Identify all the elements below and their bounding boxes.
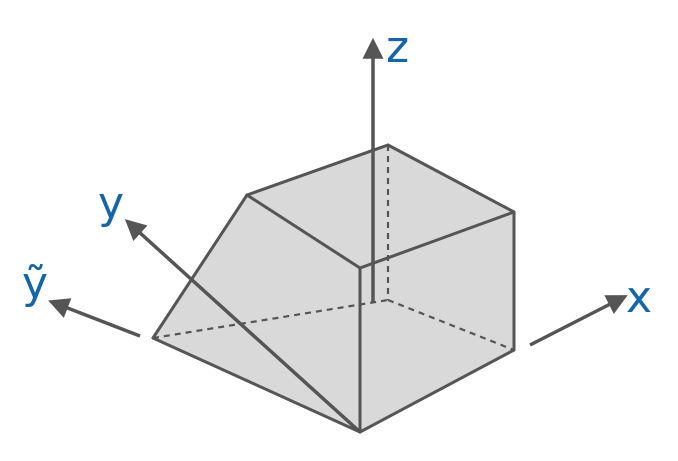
left-slanted-face (153, 195, 360, 432)
y-tilde-axis-arrow (48, 298, 141, 338)
edge-bottom-left (151, 336, 362, 434)
front-face (360, 212, 514, 432)
edge-bottom-right (358, 348, 516, 434)
y-tilde-axis-label: ỹ (22, 258, 48, 309)
x-axis-arrow (529, 295, 628, 347)
y-axis-arrow (124, 219, 362, 434)
x-axis-label: x (626, 272, 652, 323)
hidden-edge-to-left (152, 298, 389, 340)
solid-shape (151, 143, 516, 434)
edge-top-front (358, 210, 516, 270)
hidden-edge-to-right (387, 298, 515, 352)
edge-top-left (245, 143, 390, 197)
y-axis-label: y (98, 178, 124, 229)
edge-top-back (386, 143, 516, 214)
edge-top-diagonal (245, 193, 362, 270)
edge-slope (151, 193, 249, 340)
z-axis-label: z (386, 22, 409, 73)
